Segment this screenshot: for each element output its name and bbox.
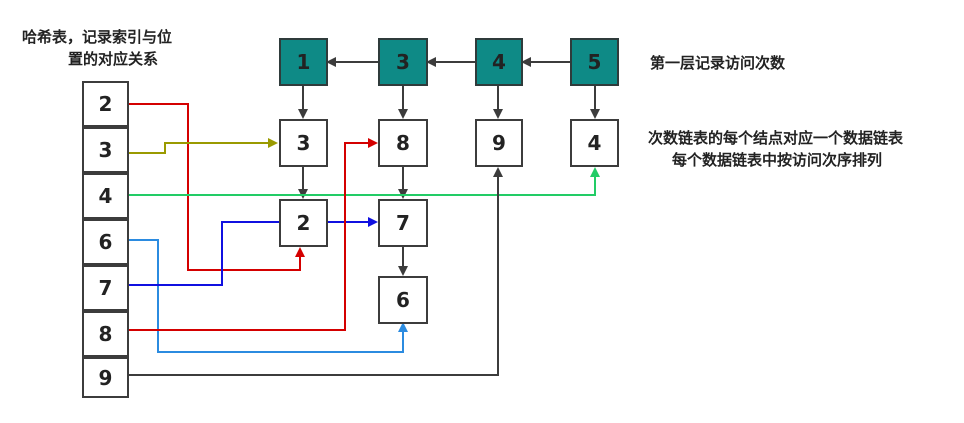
list-4-item-9: 9 (475, 119, 523, 167)
pointer-8 (128, 138, 378, 331)
hash-cell-9: 9 (82, 357, 129, 398)
hash-cell-3: 3 (82, 127, 129, 173)
list-3-item-7: 7 (378, 199, 428, 247)
pointer-7 (128, 217, 378, 286)
count-node-4: 4 (475, 38, 523, 86)
count-node-1: 1 (279, 38, 328, 86)
pointer-4 (128, 167, 600, 196)
list-1-item-2: 2 (279, 199, 328, 247)
hash-table-title-line-1: 哈希表，记录索引与位 (22, 28, 173, 46)
hash-cell-4: 4 (82, 173, 129, 219)
level-one-label: 第一层记录访问次数 (650, 54, 786, 72)
hash-cell-8: 8 (82, 311, 129, 357)
count-node-5: 5 (570, 38, 619, 86)
pointer-6 (128, 239, 408, 353)
hash-cell-2: 2 (82, 81, 129, 127)
note-line-1: 次数链表的每个结点对应一个数据链表 (648, 129, 904, 147)
pointer-2 (128, 103, 305, 271)
list-3-item-6: 6 (378, 276, 428, 324)
hash-cell-6: 6 (82, 219, 129, 265)
hash-cell-7: 7 (82, 265, 129, 311)
list-3-item-8: 8 (378, 119, 428, 167)
list-1-item-3: 3 (279, 119, 328, 167)
list-5-item-4: 4 (570, 119, 619, 167)
hash-table-title-line-2: 置的对应关系 (68, 50, 159, 68)
pointer-3 (128, 138, 278, 154)
note-line-2: 每个数据链表中按访问次序排列 (672, 151, 883, 169)
pointer-9 (128, 167, 503, 376)
count-node-3: 3 (378, 38, 428, 86)
